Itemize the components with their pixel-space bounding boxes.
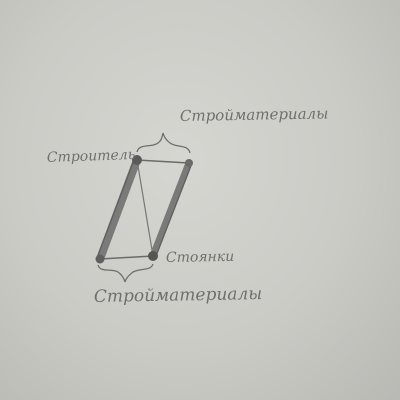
left-bar: [96, 156, 141, 263]
node-top-left: [132, 155, 142, 165]
label-stops: Стоянки: [166, 249, 235, 266]
top-brace: [136, 132, 191, 154]
left-bar-edge: [96, 159, 135, 259]
bottom-edge: [99, 255, 154, 260]
right-bar-edge: [155, 162, 193, 257]
label-materials-top: Стройматериалы: [180, 104, 329, 125]
label-materials-bottom: Стройматериалы: [94, 284, 263, 307]
node-top-right: [185, 159, 193, 167]
bottom-brace: [97, 263, 154, 283]
right-bar: [149, 159, 193, 260]
label-builder: Строитель: [47, 147, 136, 166]
top-edge: [136, 159, 190, 164]
node-bottom-right: [148, 251, 158, 261]
diagonal-edge: [136, 159, 154, 257]
node-bottom-left: [95, 254, 105, 264]
